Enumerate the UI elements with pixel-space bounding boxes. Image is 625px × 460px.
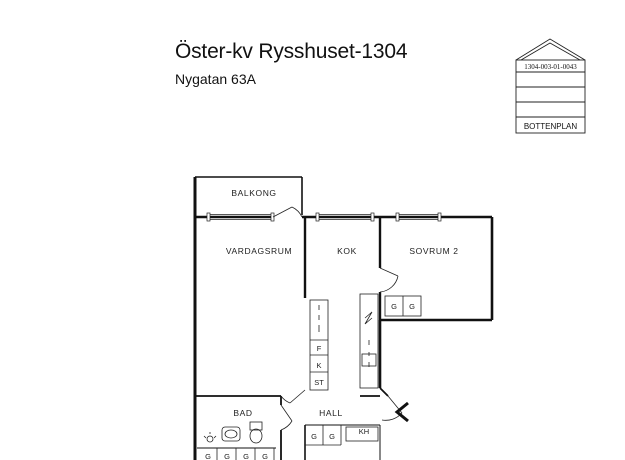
balcony-door	[272, 206, 303, 218]
stamp-floor: BOTTENPLAN	[524, 122, 578, 131]
room-label-balcony: BALKONG	[231, 188, 276, 198]
hall-g-2: G	[329, 432, 335, 441]
bottom-storage	[216, 448, 275, 460]
plan-address: Nygatan 63A	[175, 71, 256, 87]
title-stamp	[515, 38, 586, 134]
kitchen-counter-left	[309, 299, 329, 391]
kitchen-counter-right	[359, 293, 379, 389]
hall-kh: KH	[359, 427, 369, 436]
storage-g-1: G	[205, 452, 211, 460]
living-door	[280, 389, 306, 404]
storage-g-3: G	[243, 452, 249, 460]
fixture-f: F	[317, 344, 322, 353]
hall-wardrobes	[305, 425, 379, 446]
entrance-arrow-icon	[394, 401, 409, 423]
bedroom-door	[379, 267, 399, 293]
entry-door	[381, 395, 403, 421]
walls	[193, 176, 494, 460]
room-label-bedroom: SOVRUM 2	[409, 246, 458, 256]
room-label-living: VARDAGSRUM	[226, 246, 292, 256]
bedroom-wardrobes	[384, 295, 422, 317]
wardrobe-g-2: G	[409, 302, 415, 311]
windows	[206, 212, 442, 222]
bath-door	[280, 404, 293, 431]
bath-fixtures	[203, 421, 263, 444]
fixture-st: ST	[314, 378, 324, 387]
storage-g-2: G	[224, 452, 230, 460]
stamp-code: 1304-003-01-0043	[524, 63, 577, 71]
room-label-bath: BAD	[233, 408, 252, 418]
fixture-k: K	[316, 361, 321, 370]
hall-g-1: G	[311, 432, 317, 441]
wardrobe-g-1: G	[391, 302, 397, 311]
storage-g-4: G	[262, 452, 268, 460]
room-label-kitchen: KOK	[337, 246, 357, 256]
room-label-hall: HALL	[319, 408, 343, 418]
plan-title: Öster-kv Rysshuset-1304	[175, 40, 408, 63]
